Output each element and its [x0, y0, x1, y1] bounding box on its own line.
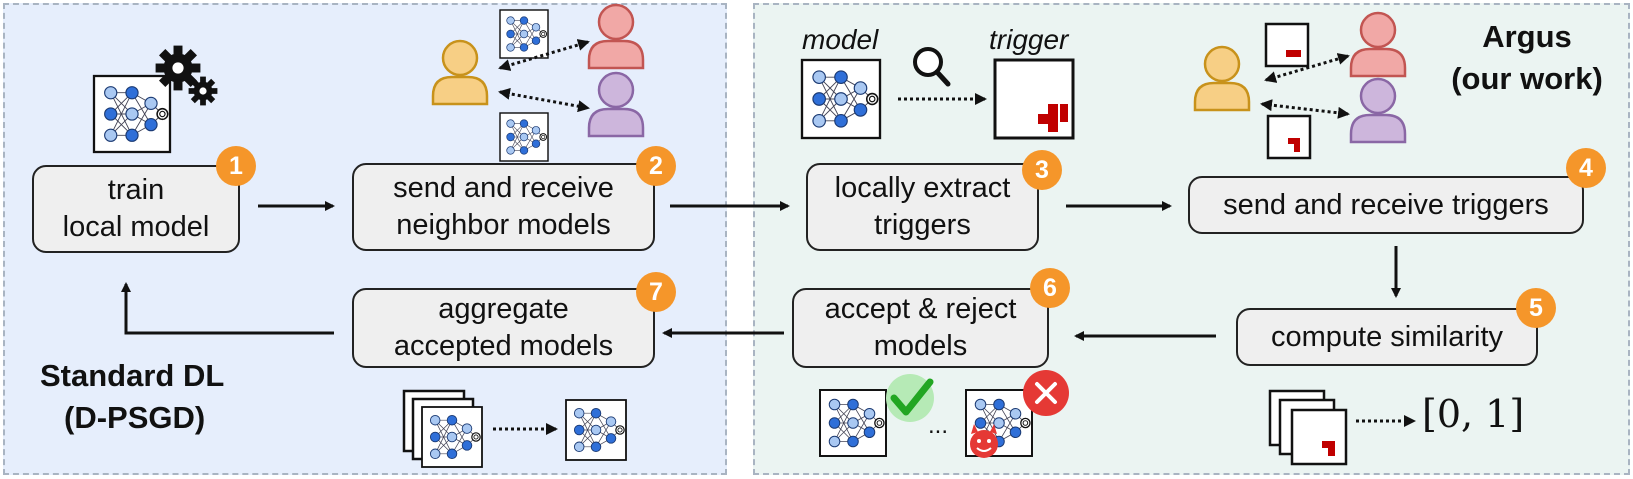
model-icon	[499, 9, 549, 59]
step-7-badge: 7	[636, 272, 676, 312]
step-4-line1: send and receive triggers	[1223, 188, 1549, 221]
check-icon	[886, 374, 934, 422]
model-icon	[800, 58, 882, 140]
step-7-line2: accepted models	[393, 330, 614, 362]
user-icon	[1349, 77, 1407, 144]
similarity-range: [0, 1]	[1422, 392, 1525, 436]
step-4-badge: 4	[1566, 148, 1606, 188]
step-1-box: train local model	[32, 165, 240, 253]
step-1-line1: train	[107, 174, 165, 206]
cross-icon	[1023, 370, 1069, 416]
trigger-icon	[1264, 22, 1310, 68]
step-3-badge: 3	[1022, 150, 1062, 190]
ellipsis: ...	[928, 412, 949, 439]
step-6-badge: 6	[1030, 268, 1070, 308]
model-icon	[565, 399, 627, 461]
model-stack-icon	[402, 389, 483, 468]
user-icon	[431, 39, 489, 106]
argus-title: Argus (our work)	[1451, 19, 1603, 96]
step-5-line1: compute similarity	[1270, 320, 1504, 353]
accepted-model-icon	[819, 389, 887, 457]
trigger-icon	[1266, 114, 1312, 160]
step-4-box: send and receive triggers	[1188, 176, 1584, 234]
step-2-line1: send and receive	[393, 172, 614, 204]
devil-icon	[970, 424, 998, 458]
step-5-box: compute similarity	[1236, 308, 1538, 366]
step-6-line1: accept & reject	[824, 293, 1017, 325]
step-6-box: accept & reject models	[792, 288, 1049, 368]
user-icon	[587, 3, 645, 70]
model-icon	[499, 112, 549, 162]
local-model-icon	[92, 74, 172, 154]
step-7-box: aggregate accepted models	[352, 288, 655, 368]
user-icon	[587, 71, 645, 138]
trigger-stack-icon	[1268, 389, 1348, 466]
step-5-badge: 5	[1516, 288, 1556, 328]
step-1-line2: local model	[62, 211, 210, 243]
step-3-box: locally extract triggers	[806, 163, 1039, 251]
gear-icon	[188, 76, 218, 106]
step-1-badge: 1	[216, 146, 256, 186]
step-3-line2: triggers	[874, 209, 971, 241]
model-label: model	[802, 24, 879, 55]
step-3-line1: locally extract	[834, 172, 1011, 204]
step-2-badge: 2	[636, 146, 676, 186]
user-icon	[1349, 11, 1407, 78]
magnifier-icon	[913, 47, 951, 87]
user-icon	[1193, 45, 1251, 112]
step-7-line1: aggregate	[438, 293, 569, 325]
standard-dl-title: Standard DL (D-PSGD)	[40, 358, 225, 435]
trigger-label: trigger	[989, 24, 1069, 55]
trigger-icon	[993, 58, 1075, 140]
step-2-box: send and receive neighbor models	[352, 163, 655, 251]
step-6-line2: models	[873, 330, 968, 362]
step-2-line2: neighbor models	[396, 209, 611, 241]
